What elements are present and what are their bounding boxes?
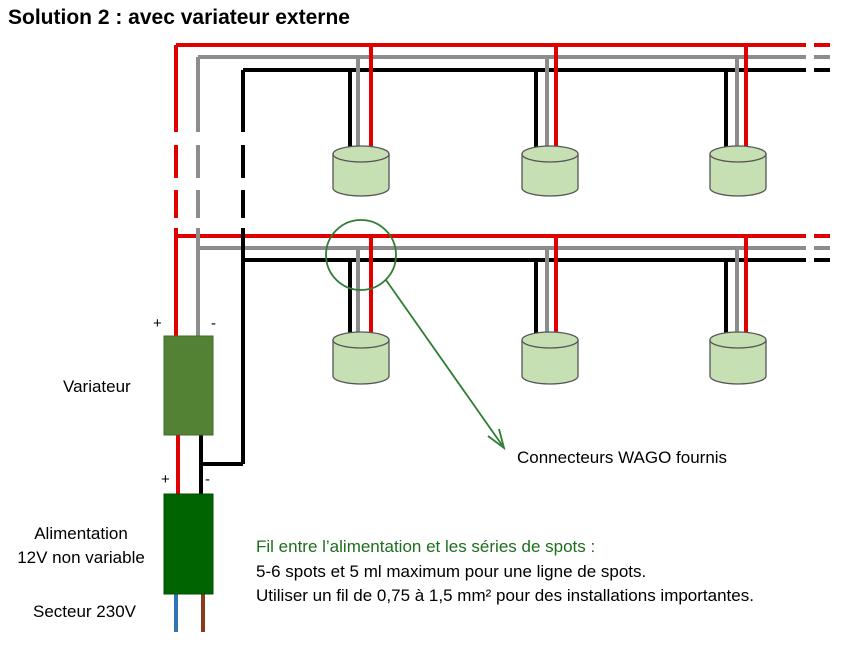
spot-lamp	[709, 236, 767, 385]
spot-lamp	[332, 236, 390, 385]
dimmer-minus-sign: -	[211, 315, 216, 332]
lower-bus	[176, 234, 830, 262]
dimmer-to-supply-wires	[176, 435, 203, 494]
power-supply-label-line2: 12V non variable	[17, 548, 145, 567]
vertical-feeders	[174, 45, 245, 466]
mains-wires	[174, 594, 205, 632]
supply-minus-sign: -	[205, 471, 210, 488]
power-supply-box	[163, 493, 214, 595]
wago-callout-label: Connecteurs WAGO fournis	[517, 448, 728, 467]
spot-row-top	[332, 45, 767, 197]
supply-plus-sign: +	[161, 471, 170, 488]
top-bus	[176, 43, 830, 72]
note-line-1: 5-6 spots et 5 ml maximum pour une ligne…	[256, 562, 647, 581]
power-supply-label-line1: Alimentation	[34, 524, 128, 543]
note-line-2: Utiliser un fil de 0,75 à 1,5 mm² pour d…	[256, 586, 754, 605]
page-title: Solution 2 : avec variateur externe	[8, 6, 350, 29]
spot-lamp	[709, 45, 767, 197]
spot-lamp	[521, 45, 579, 197]
wago-connector-highlight	[325, 219, 397, 291]
dimmer-label: Variateur	[63, 377, 131, 396]
spot-lamp	[332, 45, 390, 197]
dimmer-box	[163, 335, 214, 436]
callout-arrow	[385, 279, 503, 446]
dimmer-plus-sign: +	[153, 315, 162, 332]
note-heading: Fil entre l’alimentation et les séries d…	[256, 537, 596, 556]
spot-lamp	[521, 236, 579, 385]
callout-arrowhead	[487, 428, 506, 451]
spot-row-lower	[332, 236, 767, 385]
mains-label: Secteur 230V	[33, 602, 137, 621]
